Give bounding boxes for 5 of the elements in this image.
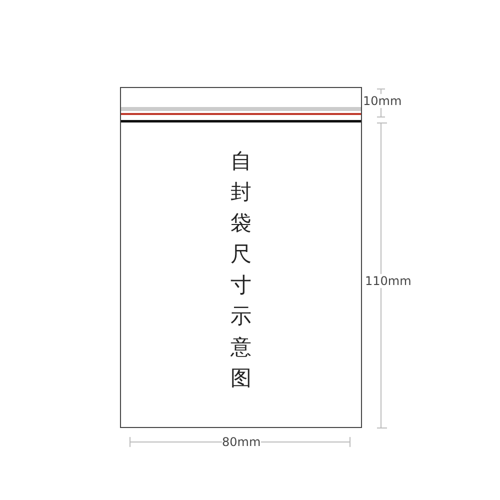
dimension-label: 10mm xyxy=(363,94,402,108)
dimension-label: 110mm xyxy=(365,274,412,288)
dimension-label: 80mm xyxy=(222,435,261,449)
bag-outline xyxy=(120,87,362,428)
bag-title: 自封袋尺寸示意图 xyxy=(230,148,252,392)
